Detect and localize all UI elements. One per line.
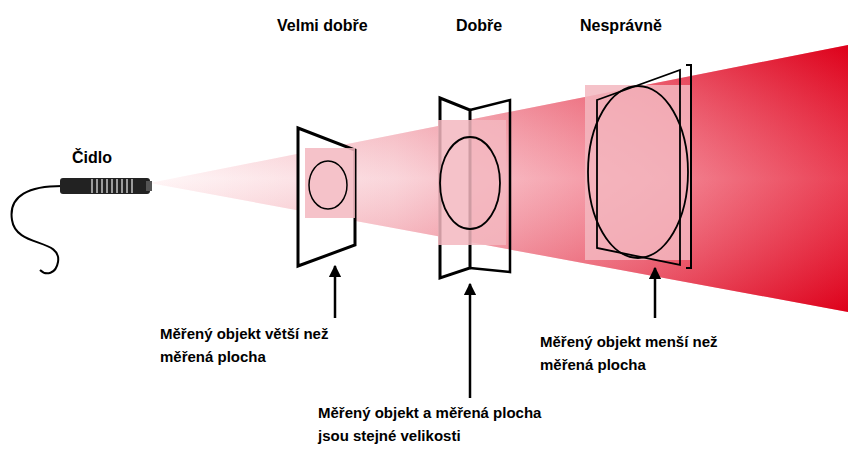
zone-caption: Měřený objekt menší než měřená plocha [540,330,745,377]
knurl-line [131,179,133,193]
sensor-lens [146,181,152,191]
sensor-cable [12,186,62,273]
target-frame [298,128,355,266]
knurl-line [101,179,103,193]
leader-arrow [654,268,657,318]
knurl-line [91,179,93,193]
target-frame-edge [470,100,510,272]
measured-area [585,85,690,260]
zone-caption: Měřený objekt a měřená plocha jsou stejn… [318,401,558,448]
leader-arrow [469,284,472,398]
zone-title: Dobře [456,14,502,39]
knurl-line [116,179,118,193]
leader-arrow [334,266,337,318]
measured-spot [588,86,688,258]
knurl-line [126,179,128,193]
measured-spot [440,137,500,229]
measured-area [305,148,355,218]
sensor-body [60,178,150,194]
zone-title: Velmi dobře [277,14,368,39]
cone-shade [150,45,848,312]
zone-title: Nesprávně [580,14,662,39]
measured-area [438,120,506,245]
knurl-line [111,179,113,193]
sensor-knurl [92,179,132,193]
knurl-line [121,179,123,193]
measurement-cone [150,45,848,312]
target-object [597,70,680,265]
sensor-label: Čidlo [72,146,112,171]
knurl-line [106,179,108,193]
zone-caption: Měřený objekt větší než měřená plocha [160,322,365,369]
frame-bracket [686,65,691,268]
measured-spot [309,161,347,209]
knurl-line [96,179,98,193]
